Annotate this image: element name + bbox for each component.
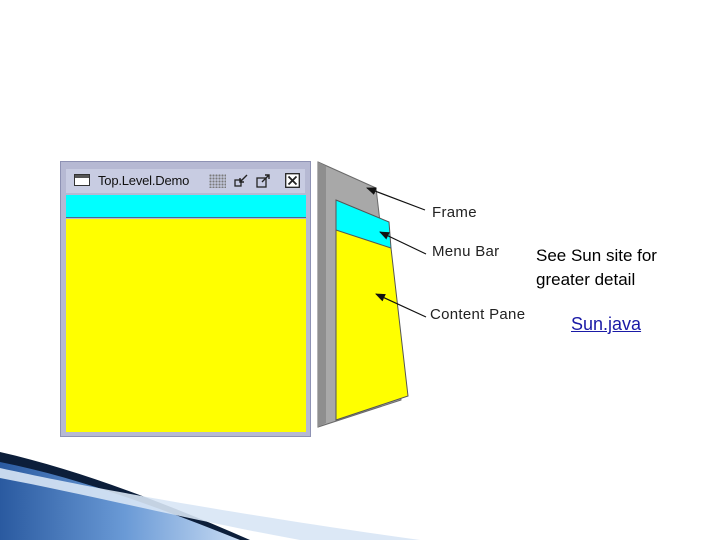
title-grip [209,174,226,188]
sun-java-link[interactable]: Sun.java [571,314,642,334]
menu-bar-arrow [379,231,427,255]
menu-bar-layer [335,199,392,249]
window-title: Top.Level.Demo [98,173,190,188]
window-title-bar: Top.Level.Demo [66,169,305,193]
frame-arrow [366,187,426,211]
minimize-icon[interactable] [234,173,249,188]
frame-label: Frame [432,204,477,221]
close-icon[interactable] [285,173,300,188]
maximize-icon[interactable] [256,173,271,188]
window-icon [74,174,90,186]
note-line-1: See Sun site for [536,246,657,265]
toplevel-demo-window: Top.Level.Demo [60,161,311,437]
content-pane-arrow [375,293,427,318]
detail-note: See Sun site for greater detail [536,244,657,292]
frame-layer-edge [318,162,326,427]
menu-bar-label: Menu Bar [432,243,500,260]
content-pane-label: Content Pane [430,306,526,323]
menu-bar [66,195,306,218]
note-line-2: greater detail [536,270,636,289]
content-pane [66,219,306,432]
